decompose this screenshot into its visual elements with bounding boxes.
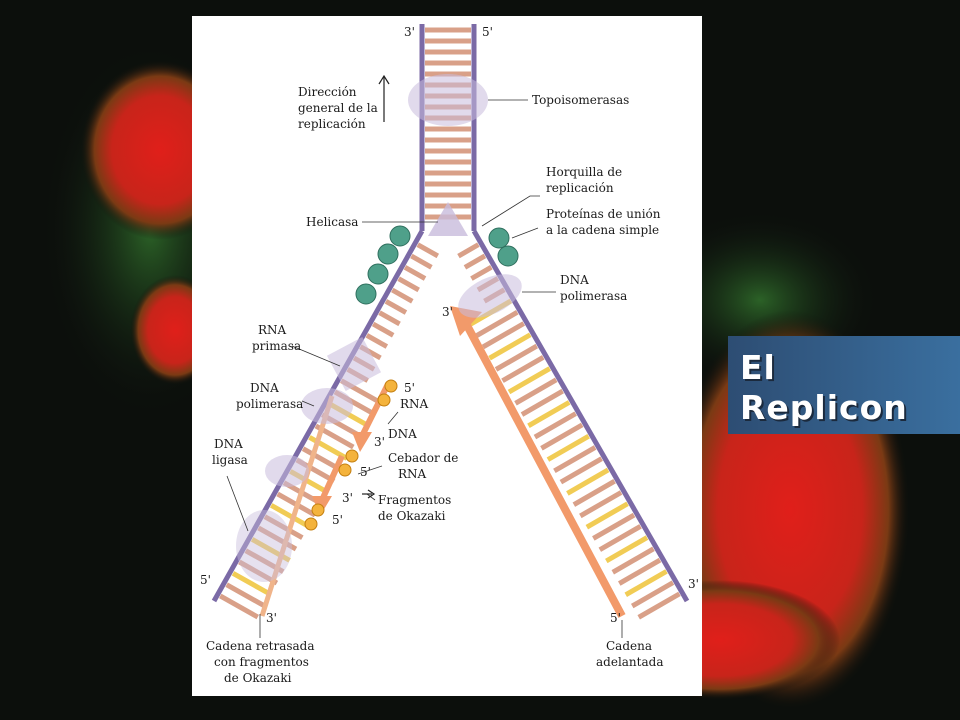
topoisomerase: [408, 74, 488, 126]
base-pair: [257, 525, 298, 552]
direction-arrow: [378, 74, 390, 122]
base-pair: [238, 559, 279, 586]
base-pair: [481, 321, 526, 350]
direction-label: Dirección general de la replicación: [298, 85, 382, 131]
ssb-proteins: [355, 225, 519, 305]
base-pair: [514, 377, 558, 406]
base-pair: [533, 411, 577, 440]
base-pair: [225, 582, 266, 608]
base-pair: [391, 287, 414, 304]
base-pair: [384, 299, 408, 315]
base-pair: [611, 546, 655, 575]
dna-ligase: [265, 455, 309, 487]
ssb-label: Proteínas de unión a la cadena simple: [546, 207, 664, 237]
dna-polymerase-leading: [458, 274, 522, 318]
end-label: 3': [342, 491, 353, 505]
end-label: 3': [688, 577, 699, 591]
base-pair: [624, 569, 668, 597]
base-pair: [637, 591, 681, 620]
rna-primer-label: Cebador de RNA: [388, 451, 462, 481]
base-pair: [365, 333, 389, 349]
base-pair: [475, 310, 519, 338]
dna-polymerase-left-label: DNA polimerasa: [236, 381, 303, 411]
base-pair: [540, 422, 584, 451]
base-pair: [403, 265, 427, 281]
dna-ligase-2: [236, 510, 292, 582]
base-pair: [605, 535, 649, 564]
base-pair: [416, 242, 440, 259]
lagging-inner-backbone: [259, 395, 335, 617]
leading-new-strand: [458, 314, 626, 618]
base-pair: [488, 332, 532, 361]
base-pair: [501, 355, 545, 383]
end-label: 5': [360, 465, 371, 479]
helicase: [428, 202, 468, 236]
fork-label: Horquilla de replicación: [546, 165, 626, 195]
base-pair: [457, 242, 480, 259]
base-pair: [579, 490, 623, 519]
base-pair: [507, 366, 551, 395]
replication-fork-diagram: 3' 5' 5' 3' 5' 3' 5' 3' 5' 3' 5' 3' Dire…: [192, 16, 702, 696]
rna-primers: [304, 379, 398, 531]
base-pair: [630, 580, 675, 609]
end-label: 5': [610, 611, 621, 625]
base-pair: [463, 253, 487, 270]
ssb-protein: [497, 245, 519, 267]
base-pair: [470, 264, 493, 281]
okazaki-label: Fragmentos de Okazaki: [378, 493, 455, 523]
base-pair: [520, 388, 564, 417]
leader-lines: [226, 99, 623, 638]
dna-polymerase-lagging: [301, 388, 353, 424]
ssb-protein: [377, 243, 399, 265]
base-pair: [231, 571, 272, 597]
helicase-label: Helicasa: [306, 215, 358, 229]
lagging-strand-label: Cadena retrasada con fragmentos de Okaza…: [206, 639, 318, 685]
base-pair: [585, 501, 629, 530]
end-label: 3': [374, 435, 385, 449]
base-pair: [494, 343, 539, 372]
ssb-protein: [355, 283, 377, 305]
base-pair: [410, 253, 433, 270]
base-pair: [546, 433, 590, 462]
base-pair: [598, 524, 642, 552]
rna-primase: [326, 336, 382, 392]
base-pair: [618, 557, 662, 586]
rna-primase-label: RNA primasa: [252, 323, 301, 353]
base-pair: [566, 467, 610, 496]
ssb-protein: [367, 263, 389, 285]
base-pair: [592, 512, 636, 541]
base-pair: [263, 514, 304, 540]
base-pair: [559, 456, 603, 485]
end-label: 3': [266, 611, 277, 625]
base-pair: [378, 310, 401, 327]
base-pair: [397, 276, 420, 293]
slide-title: El Replicon: [740, 348, 908, 427]
end-label: 5': [482, 25, 493, 39]
dna-ligase-label: DNA ligasa: [212, 437, 248, 467]
end-label: 3': [404, 25, 415, 39]
ssb-protein: [389, 225, 411, 247]
dna-label: DNA: [388, 427, 417, 441]
base-pair: [371, 321, 395, 338]
topoisomerases-label: Topoisomerasas: [532, 93, 629, 107]
ssb-protein: [488, 227, 510, 249]
base-pair: [527, 400, 571, 428]
rna-label: RNA: [400, 397, 429, 411]
end-label: 5': [200, 573, 211, 587]
end-label: 3': [442, 305, 453, 319]
base-pair: [572, 479, 616, 507]
end-label: 5': [332, 513, 343, 527]
dna-polymerase-right-label: DNA polimerasa: [560, 273, 627, 303]
base-pair: [219, 593, 259, 620]
leading-strand-label: Cadena adelantada: [596, 639, 663, 669]
base-pair: [270, 503, 310, 529]
base-pair: [553, 445, 597, 474]
slide-title-box: El Replicon: [728, 336, 960, 434]
end-label: 5': [404, 381, 415, 395]
